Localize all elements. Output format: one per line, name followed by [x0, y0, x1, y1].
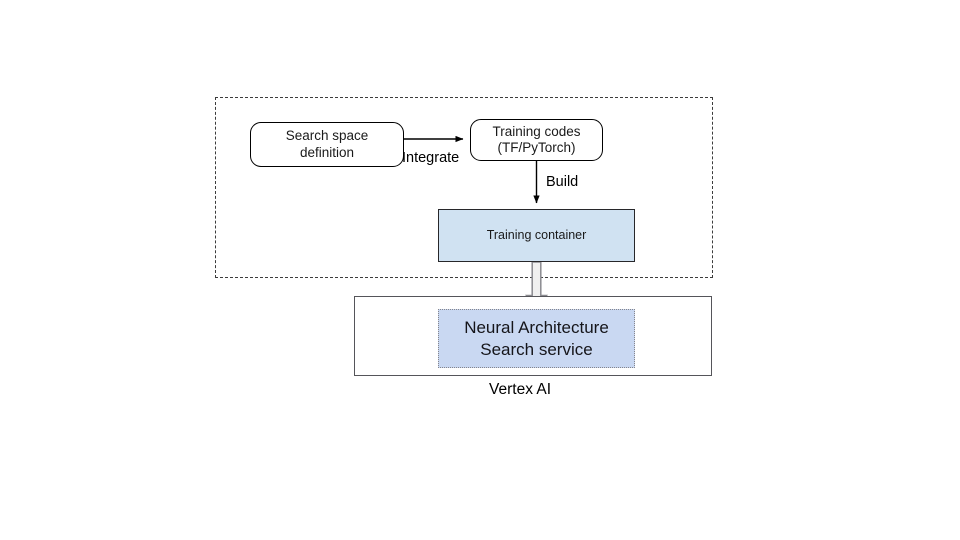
dashed-group-container — [215, 97, 713, 278]
edge-label-integrate: Integrate — [402, 150, 460, 166]
node-training-codes[interactable]: Training codes (TF/PyTorch) — [470, 119, 603, 161]
node-search-space-definition[interactable]: Search space definition — [250, 122, 404, 167]
vertex-ai-caption: Vertex AI — [489, 381, 552, 398]
node-neural-architecture-search-service[interactable]: Neural Architecture Search service — [438, 309, 635, 368]
node-training-container[interactable]: Training container — [438, 209, 635, 262]
node-search-space-label: Search space definition — [285, 128, 369, 160]
edge-label-build: Build — [546, 174, 579, 190]
node-training-container-label: Training container — [486, 227, 587, 242]
node-training-codes-label: Training codes (TF/PyTorch) — [492, 123, 581, 155]
node-nas-service-label: Neural Architecture Search service — [464, 317, 609, 359]
